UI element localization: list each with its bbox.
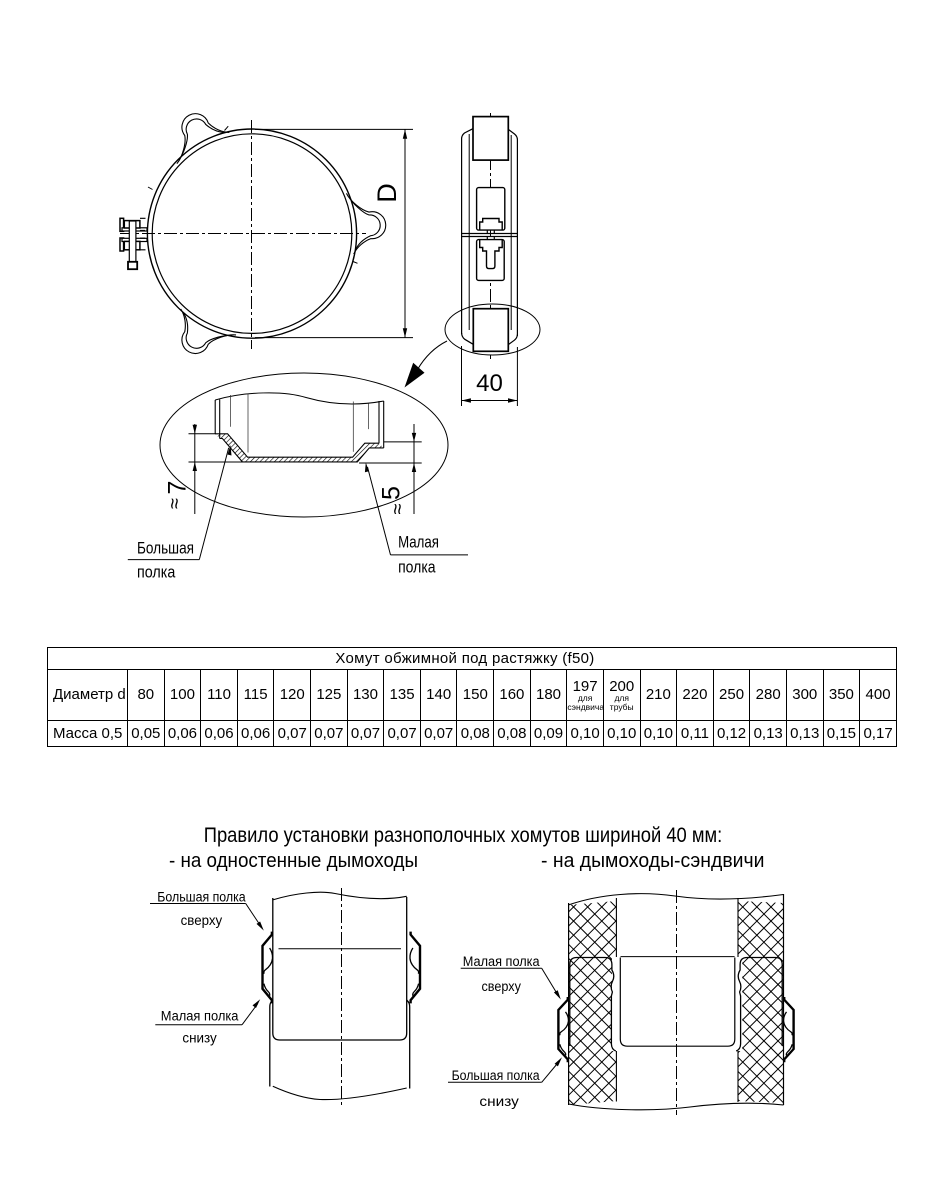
svg-text:Большая: Большая xyxy=(137,539,194,558)
svg-text:Большая полка: Большая полка xyxy=(157,889,246,904)
svg-text:снизу: снизу xyxy=(479,1094,519,1109)
svg-text:сверху: сверху xyxy=(181,913,223,928)
svg-text:≈: ≈ xyxy=(387,503,409,514)
svg-text:40: 40 xyxy=(476,370,503,397)
svg-text:Малая полка: Малая полка xyxy=(463,954,540,969)
svg-text:Большая полка: Большая полка xyxy=(452,1068,540,1083)
svg-text:сверху: сверху xyxy=(482,979,522,994)
svg-text:снизу: снизу xyxy=(182,1031,217,1046)
svg-text:≈: ≈ xyxy=(164,498,186,509)
svg-text:полка: полка xyxy=(137,563,176,582)
svg-text:Малая: Малая xyxy=(398,533,439,552)
svg-text:D: D xyxy=(372,183,402,203)
svg-text:Малая полка: Малая полка xyxy=(161,1009,239,1024)
svg-text:5: 5 xyxy=(378,486,406,500)
svg-text:полка: полка xyxy=(398,558,436,577)
svg-text:7: 7 xyxy=(164,481,192,495)
